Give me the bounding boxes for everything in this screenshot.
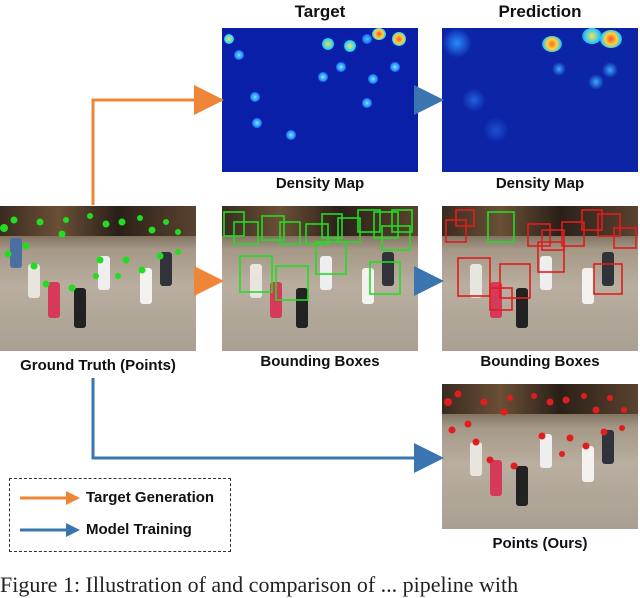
arrow-gt-to-points [91,378,444,473]
legend-model-training-label: Model Training [86,521,192,538]
figure-caption: Figure 1: Illustration of and comparison… [0,572,519,597]
bounding-boxes-prediction-label: Bounding Boxes [480,353,600,370]
ground-truth-label: Ground Truth (Points) [20,357,176,374]
legend-box [9,478,231,552]
density-map-prediction-image [442,28,638,172]
bounding-boxes-prediction-image [442,206,638,351]
density-map-target-label: Density Map [275,175,365,192]
legend-target-generation-label: Target Generation [86,489,215,506]
legend-arrow-orange [20,491,80,505]
target-column-header: Target [294,2,346,21]
ground-truth-points-image [0,206,196,351]
points-ours-image [442,384,638,529]
bounding-boxes-target-label: Bounding Boxes [260,353,380,370]
density-map-prediction-label: Density Map [495,175,585,192]
density-map-target-image [222,28,418,172]
prediction-column-header: Prediction [498,2,582,21]
bounding-boxes-target-image [222,206,418,351]
points-ours-label: Points (Ours) [492,535,588,552]
arrow-gt-to-density [91,85,224,205]
legend-arrow-blue [20,523,80,537]
